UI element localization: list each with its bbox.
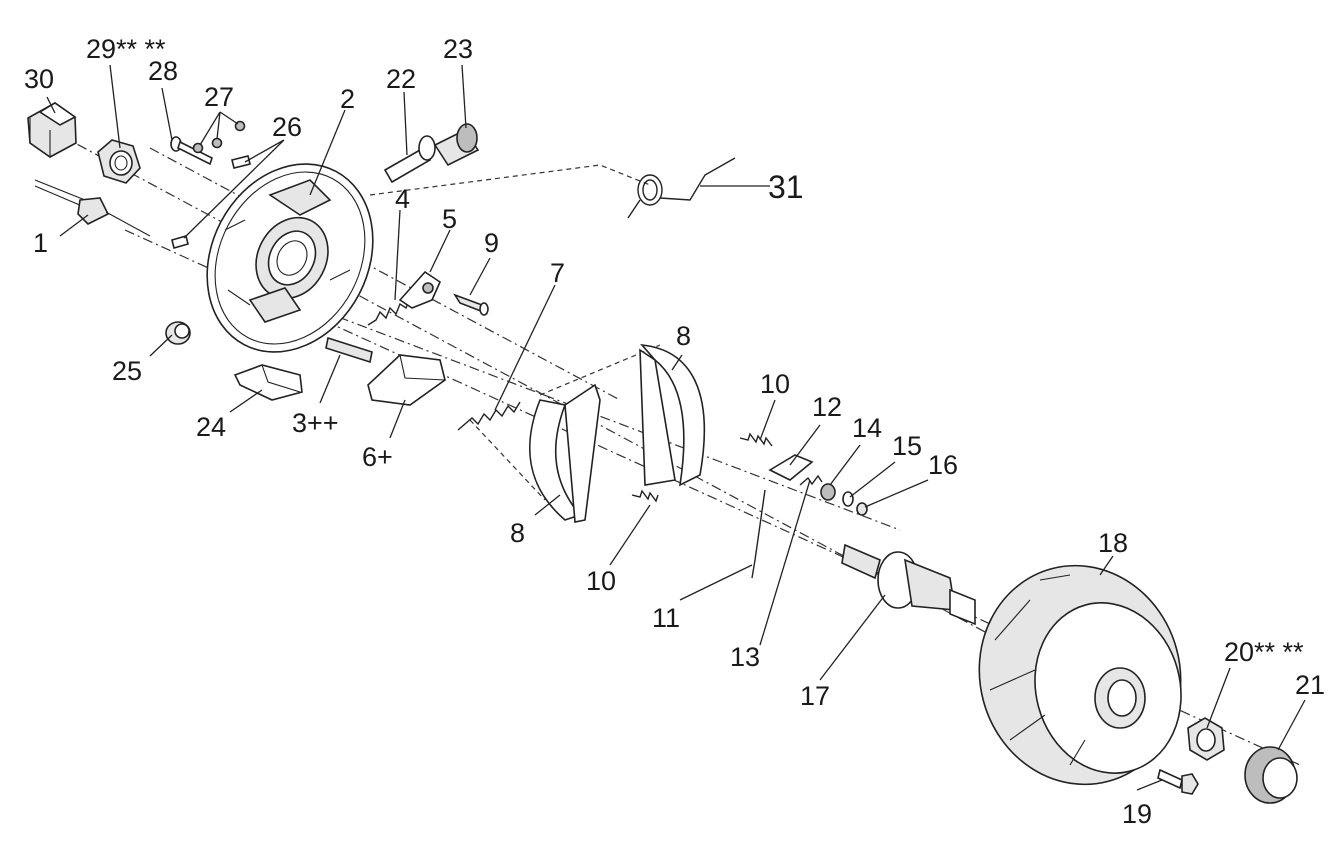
callout-10-lower: 10: [586, 566, 616, 596]
part-18-brake-drum: [978, 564, 1182, 786]
leader-lines: [46, 64, 1306, 791]
part-9-pin: [453, 293, 489, 316]
callout-30: 30: [24, 64, 54, 94]
part-28-bolt: [170, 136, 213, 166]
part-19-wheel-bolt: [1157, 768, 1199, 795]
callout-29: 29** **: [86, 34, 166, 64]
callout-28: 28: [148, 56, 178, 86]
callout-3: 3++: [292, 408, 339, 438]
part-30-hex-socket: [27, 102, 77, 158]
part-4-spring: [367, 297, 411, 326]
callout-18: 18: [1098, 528, 1128, 558]
callout-12: 12: [812, 392, 842, 422]
callout-21: 21: [1295, 670, 1325, 700]
callout-31: 31: [768, 169, 804, 205]
callout-5: 5: [442, 204, 457, 234]
callout-2: 2: [340, 84, 355, 114]
callout-13: 13: [730, 642, 760, 672]
callout-24: 24: [196, 412, 226, 442]
callout-16: 16: [928, 450, 958, 480]
callout-17: 17: [800, 681, 830, 711]
part-21-dust-cap: [1244, 746, 1298, 804]
part-6-bracket: [367, 354, 446, 406]
part-3-strut: [325, 336, 373, 364]
part-25-bushing: [165, 321, 191, 345]
part-14-spring-cup: [820, 483, 836, 501]
callout-22: 22: [386, 64, 416, 94]
callout-27: 27: [204, 82, 234, 112]
part-12-lever: [768, 454, 814, 481]
part-20-hub-nut: [1187, 717, 1225, 761]
part-24-bracket: [233, 364, 303, 401]
callout-23: 23: [443, 34, 473, 64]
callout-1: 1: [33, 228, 48, 258]
callout-10-upper: 10: [760, 369, 790, 399]
callout-labels: 30 29** ** 28 27 26 2 22 23 31 1 4 5 9 7…: [24, 34, 1325, 829]
callout-7: 7: [550, 258, 565, 288]
callout-4: 4: [395, 184, 410, 214]
callout-8-lower: 8: [510, 518, 525, 548]
callout-20: 20** **: [1224, 637, 1304, 667]
part-1-brake-cable: [34, 179, 151, 237]
callout-15: 15: [892, 431, 922, 461]
part-15-washer: [842, 491, 854, 507]
callout-26: 26: [272, 112, 302, 142]
callout-19: 19: [1122, 799, 1152, 829]
part-23-adjuster: [433, 123, 480, 167]
part-16-nut: [856, 502, 868, 516]
part-26-clips: [171, 155, 251, 249]
part-10-spring-b: [631, 489, 659, 503]
callout-11: 11: [652, 603, 680, 633]
part-10-spring-a: [739, 432, 773, 447]
callout-14: 14: [852, 413, 882, 443]
part-13-spring: [799, 474, 823, 486]
callout-25: 25: [112, 356, 142, 386]
part-31-return-spring: [627, 157, 736, 219]
part-29-castle-nut: [97, 139, 141, 184]
callout-9: 9: [484, 228, 499, 258]
callout-8-upper: 8: [676, 321, 691, 351]
part-11-lever: [751, 489, 766, 579]
callout-6: 6+: [362, 442, 393, 472]
part-8-brake-shoe-lower: [529, 383, 601, 523]
part-2-backing-plate: [206, 163, 374, 353]
part-17-axle-stub: [841, 543, 976, 626]
part-8-brake-shoe-upper: [639, 343, 706, 487]
part-7-spring: [457, 401, 521, 431]
part-5-lever: [398, 270, 442, 309]
part-22-lever: [383, 135, 436, 184]
